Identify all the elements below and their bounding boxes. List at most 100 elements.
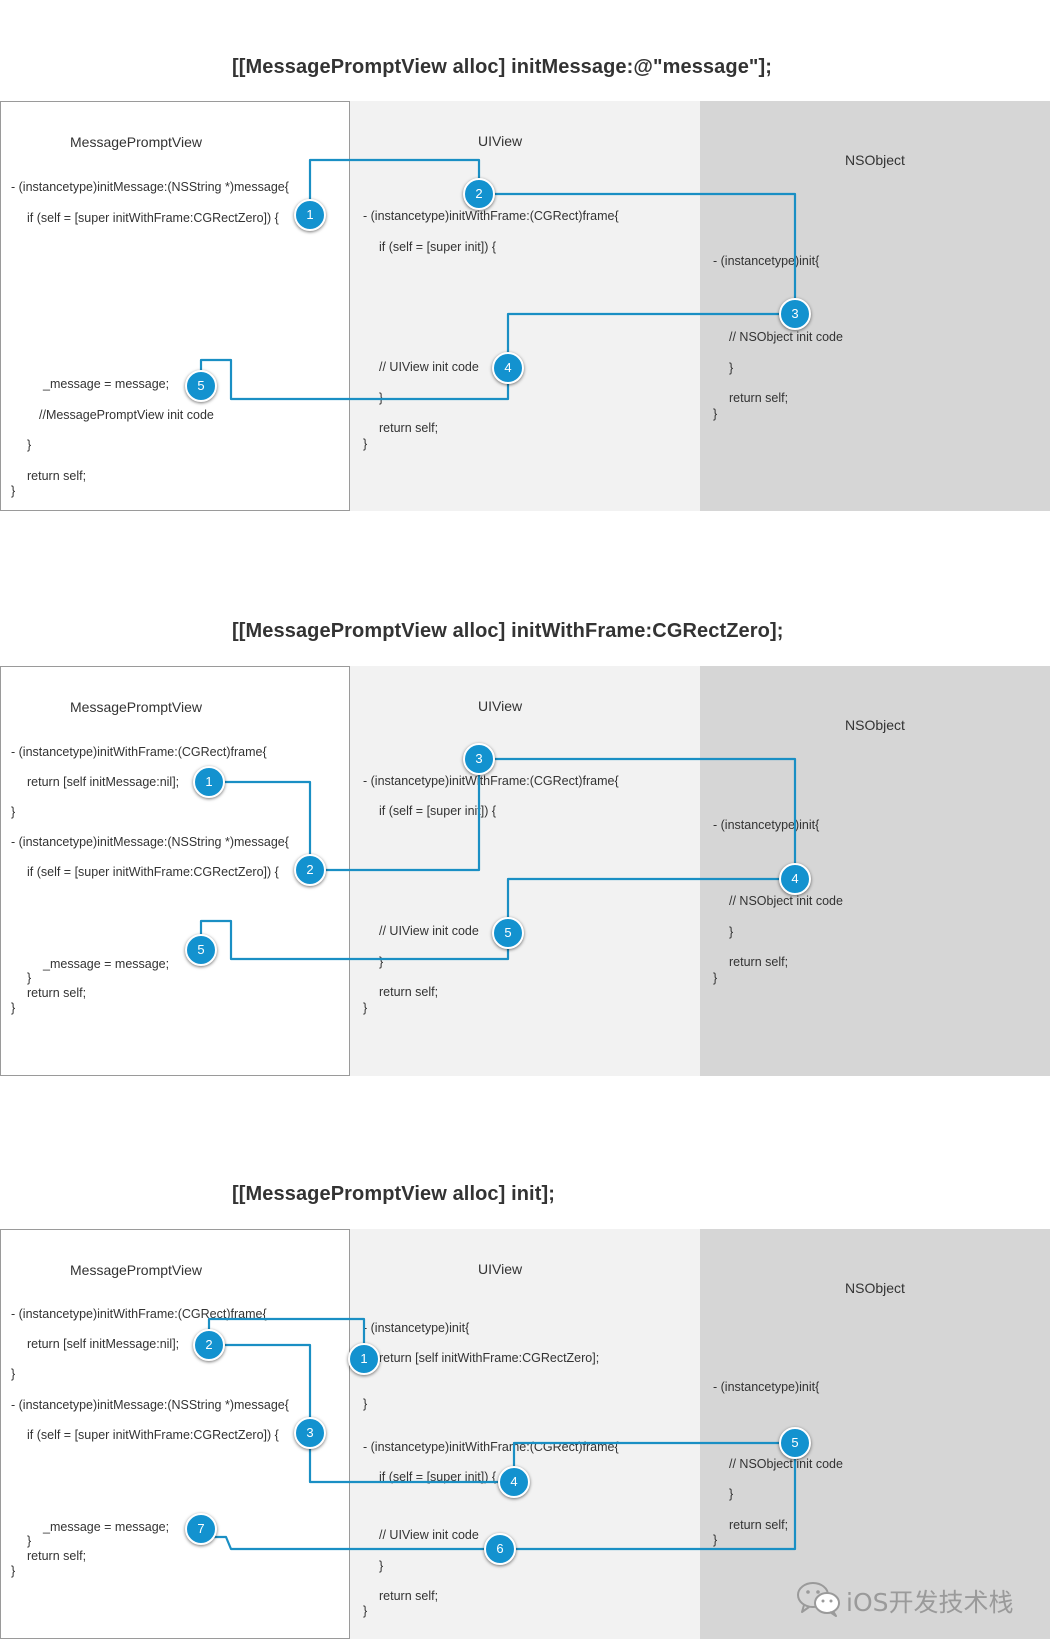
nsobject-column: NSObject - (instancetype)init{ // NSObje… — [700, 1229, 1050, 1639]
flow-line — [199, 919, 510, 961]
code-line: } — [27, 971, 32, 985]
code-line: // UIView init code — [379, 924, 479, 938]
code-line: - (instancetype)initWithFrame:(CGRect)fr… — [11, 745, 267, 759]
code-line: } — [713, 971, 718, 985]
code-line: if (self = [super initWithFrame:CGRectZe… — [27, 211, 279, 225]
code-line: if (self = [super init]) { — [379, 1470, 497, 1484]
step-marker: 2 — [193, 1329, 225, 1361]
code-line: } — [11, 1564, 16, 1578]
flow-line — [506, 312, 795, 368]
code-line: } — [363, 1397, 368, 1411]
call-flow-lines — [199, 158, 797, 401]
flow-line — [479, 192, 797, 314]
code-line: - (instancetype)initWithFrame:(CGRect)fr… — [11, 1307, 267, 1321]
step-marker: 3 — [463, 743, 495, 775]
code-line: - (instancetype)initMessage:(NSString *)… — [11, 180, 289, 194]
code-line: _message = message; — [43, 957, 170, 971]
diagram-title: [[MessagePromptView alloc] initWithFrame… — [232, 620, 784, 642]
step-marker: 1 — [294, 199, 326, 231]
column-title: MessagePromptView — [70, 1262, 203, 1278]
messagepromptview-column: MessagePromptView - (instancetype)initWi… — [0, 1229, 350, 1639]
flow-line — [308, 1433, 514, 1484]
watermark: iOS开发技术栈 — [796, 1579, 1026, 1619]
diagram-title: [[MessagePromptView alloc] initMessage:@… — [232, 56, 773, 78]
code-line: return self; — [379, 421, 439, 435]
code-line: } — [11, 1001, 16, 1015]
code-line: } — [363, 1001, 368, 1015]
messagepromptview-column: MessagePromptView - (instancetype)initWi… — [0, 666, 350, 1076]
step-marker: 4 — [498, 1466, 530, 1498]
step-marker: 5 — [185, 370, 217, 402]
call-flow-lines — [199, 757, 797, 961]
call-flow-lines — [201, 1317, 797, 1551]
step-marker: 6 — [484, 1533, 516, 1565]
code-line: //MessagePromptView init code — [39, 408, 214, 422]
step-marker: 5 — [492, 917, 524, 949]
step-marker: 4 — [492, 352, 524, 384]
column-title: NSObject — [845, 152, 905, 168]
code-line: // UIView init code — [379, 1528, 479, 1542]
step-marker: 3 — [294, 1417, 326, 1449]
code-line: } — [11, 484, 16, 498]
code-line: - (instancetype)initMessage:(NSString *)… — [11, 1398, 289, 1412]
code-line: } — [363, 1604, 368, 1618]
code-line: - (instancetype)initMessage:(NSString *)… — [11, 835, 289, 849]
code-line: return self; — [27, 469, 87, 483]
code-line: } — [11, 1367, 16, 1381]
code-line: } — [379, 1559, 384, 1573]
column-title: NSObject — [845, 717, 905, 733]
code-line: - (instancetype)initWithFrame:(CGRect)fr… — [363, 774, 619, 788]
code-line: if (self = [super initWithFrame:CGRectZe… — [27, 1428, 279, 1442]
diagram-title: [[MessagePromptView alloc] init]; — [232, 1183, 555, 1205]
column-title: UIView — [478, 133, 523, 149]
code-line: // NSObject init code — [729, 894, 843, 908]
code-line: return self; — [379, 985, 439, 999]
code-line: return self; — [729, 955, 789, 969]
code-line: if (self = [super initWithFrame:CGRectZe… — [27, 865, 279, 879]
step-marker: 5 — [185, 934, 217, 966]
column-title: UIView — [478, 1261, 523, 1277]
flow-line — [308, 158, 481, 215]
flow-line — [207, 1317, 366, 1359]
step-marker: 2 — [294, 854, 326, 886]
code-line: - (instancetype)init{ — [363, 1321, 470, 1335]
column-title: NSObject — [845, 1280, 905, 1296]
code-line: - (instancetype)init{ — [713, 818, 820, 832]
code-line: } — [379, 955, 384, 969]
flow-line — [209, 1343, 312, 1433]
column-title: MessagePromptView — [70, 134, 203, 150]
code-line: } — [363, 437, 368, 451]
code-line: } — [729, 361, 734, 375]
code-line: return self; — [729, 391, 789, 405]
step-marker: 7 — [185, 1513, 217, 1545]
step-marker: 1 — [348, 1343, 380, 1375]
code-line: if (self = [super init]) { — [379, 240, 497, 254]
code-line: return self; — [27, 1549, 87, 1563]
step-marker: 1 — [193, 766, 225, 798]
code-line: // NSObject init code — [729, 330, 843, 344]
code-line: - (instancetype)init{ — [713, 254, 820, 268]
code-line: return [self initWithFrame:CGRectZero]; — [379, 1351, 600, 1365]
watermark-text: iOS开发技术栈 — [846, 1588, 1014, 1617]
code-line: if (self = [super init]) { — [379, 804, 497, 818]
code-line: return self; — [379, 1589, 439, 1603]
code-line: } — [729, 1487, 734, 1501]
flow-line — [512, 1441, 795, 1482]
code-line: } — [713, 1533, 718, 1547]
code-line: } — [27, 1534, 32, 1548]
nsobject-column: NSObject - (instancetype)init{ // NSObje… — [700, 101, 1050, 511]
step-marker: 2 — [463, 178, 495, 210]
messagepromptview-column: MessagePromptView - (instancetype)initMe… — [0, 101, 350, 511]
code-line: // UIView init code — [379, 360, 479, 374]
flow-line — [500, 1443, 797, 1551]
code-line: - (instancetype)initWithFrame:(CGRect)fr… — [363, 209, 619, 223]
code-line: _message = message; — [43, 377, 170, 391]
code-line: } — [713, 407, 718, 421]
code-line: } — [729, 925, 734, 939]
flow-line — [479, 757, 797, 879]
code-line: return self; — [729, 1518, 789, 1532]
code-line: - (instancetype)init{ — [713, 1380, 820, 1394]
step-marker: 5 — [779, 1427, 811, 1459]
code-line: return self; — [27, 986, 87, 1000]
flow-line — [506, 877, 795, 933]
